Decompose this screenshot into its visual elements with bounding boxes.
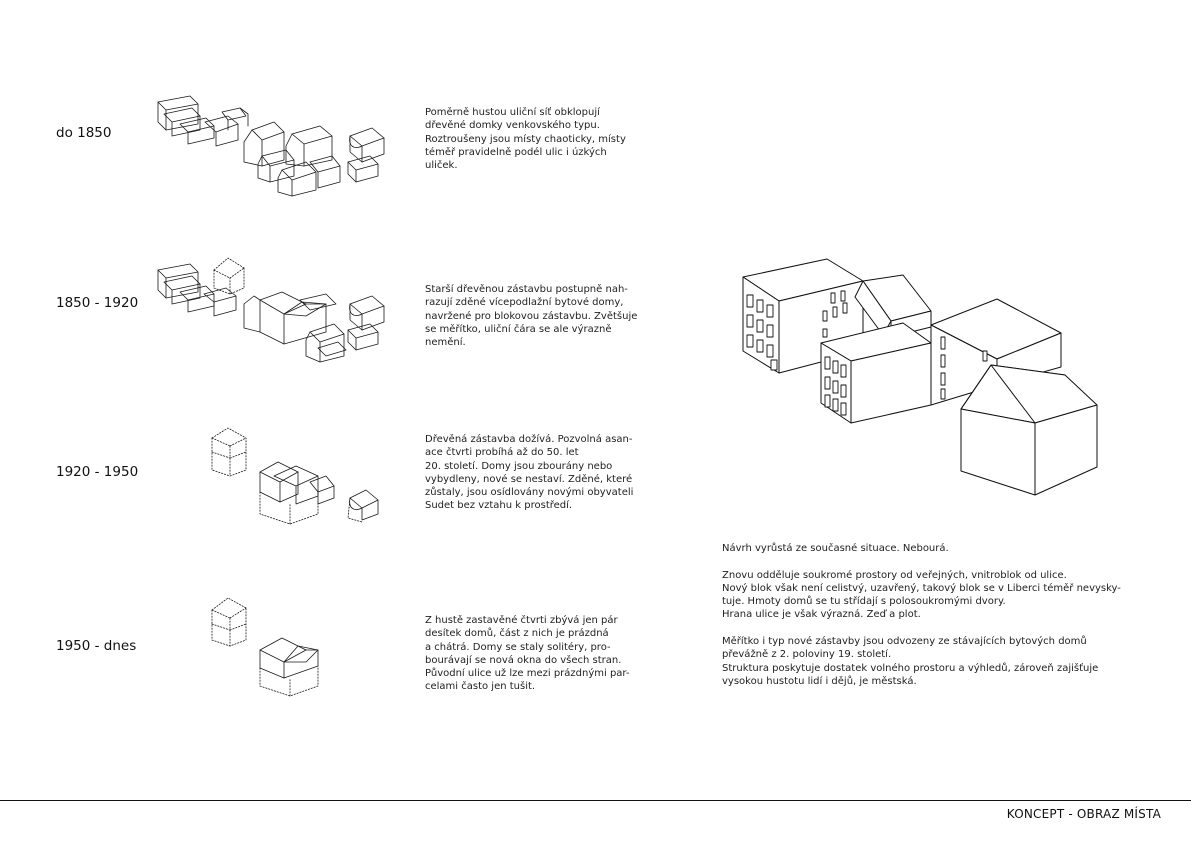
period-text-1850: Poměrně hustou uliční síť obklopují dřev…	[425, 107, 626, 172]
concept-text: Návrh vyrůstá ze současné situace. Nebou…	[722, 542, 1142, 702]
period-text-1850-1920: Starší dřevěnou zástavbu postupně nah- r…	[425, 284, 638, 349]
period-label-1850: do 1850	[56, 125, 112, 141]
footer-title: KONCEPT - OBRAZ MÍSTA	[1006, 807, 1161, 821]
period-text-1950-dnes: Z hustě zastavěné čtvrti zbývá jen pár d…	[425, 615, 630, 693]
sketch-do-1850	[157, 95, 385, 197]
block-e-front-wall	[960, 408, 1036, 496]
concept-paragraph-1: Návrh vyrůstá ze současné situace. Nebou…	[722, 543, 949, 554]
sketch-1950-dnes	[211, 597, 319, 697]
proposal-isometric	[742, 258, 1098, 496]
concept-paragraph-3: Měřítko i typ nové zástavby jsou odvozen…	[722, 636, 1099, 687]
period-label-1920-1950: 1920 - 1950	[56, 464, 139, 480]
concept-paragraph-2: Znovu odděluje soukromé prostory od veře…	[722, 569, 1121, 621]
footer-divider	[0, 800, 1191, 801]
period-text-1920-1950: Dřevěná zástavba dožívá. Pozvolná asan- …	[425, 434, 634, 512]
block-e-side-wall	[1034, 404, 1098, 496]
period-label-1850-1920: 1850 - 1920	[56, 295, 139, 311]
period-label-1950-dnes: 1950 - dnes	[56, 638, 137, 654]
sketch-1850-1920	[157, 257, 385, 363]
sketch-1920-1950	[211, 427, 379, 525]
